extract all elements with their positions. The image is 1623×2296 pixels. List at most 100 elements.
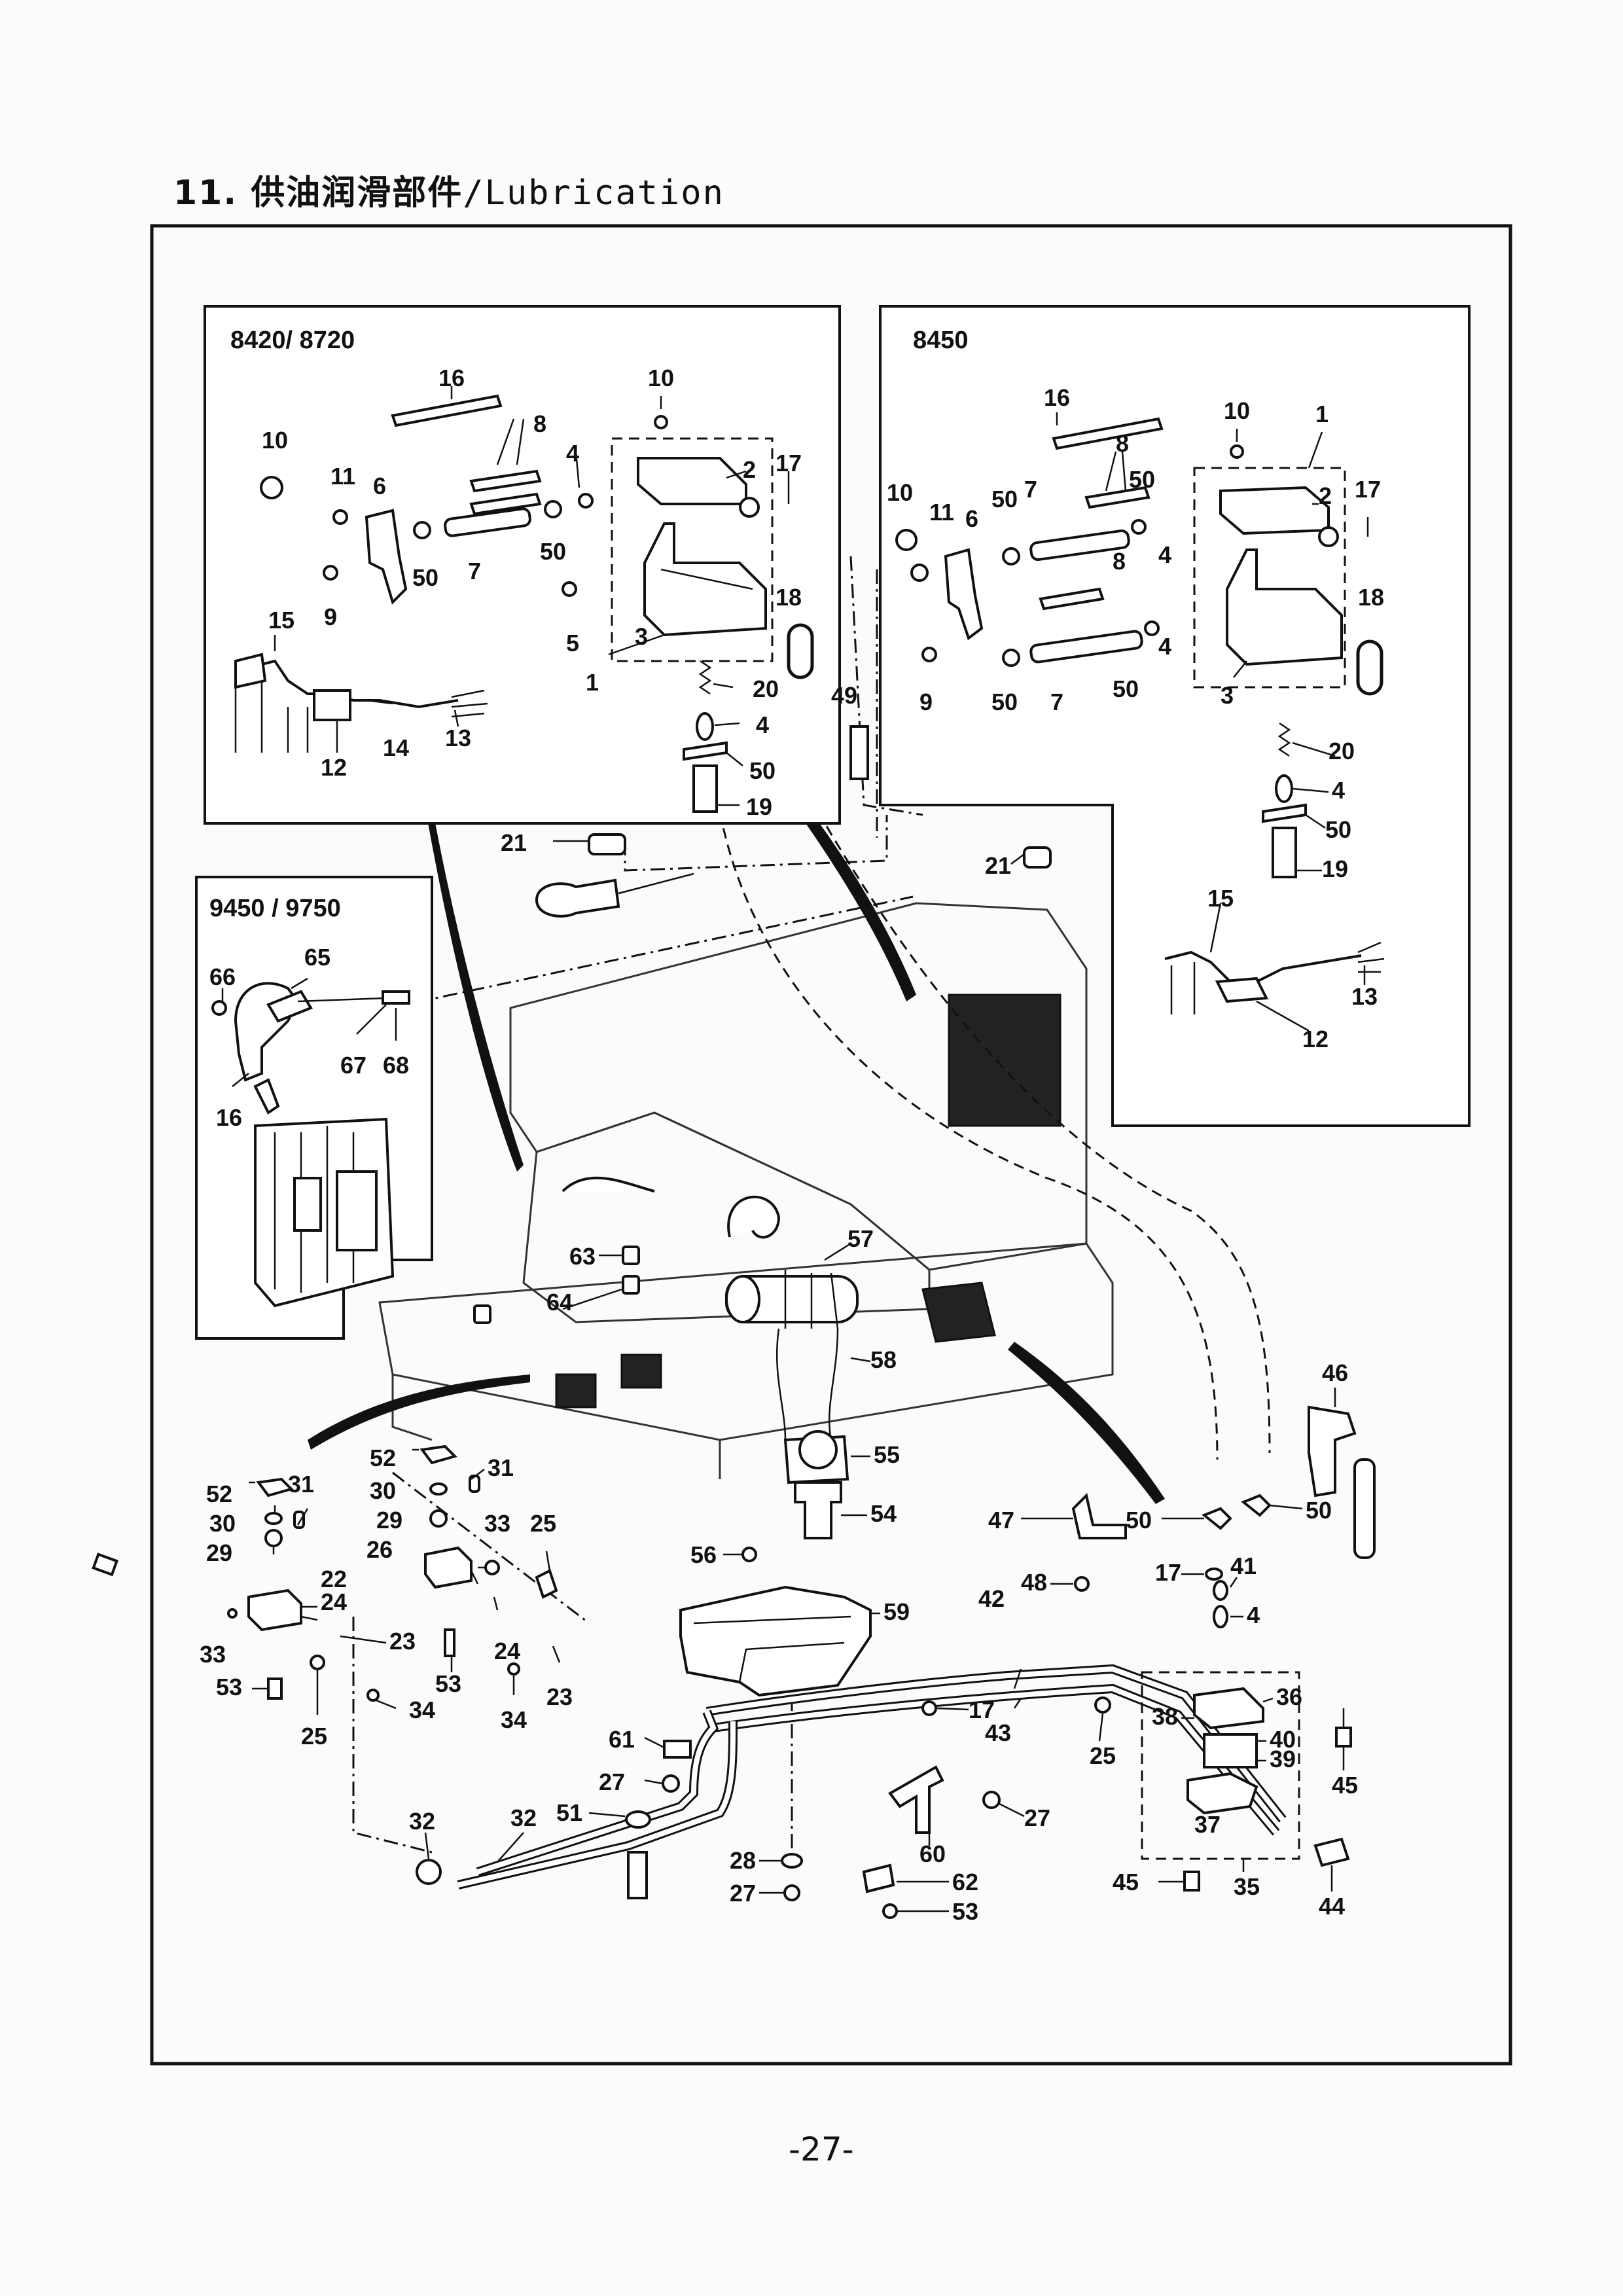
diagram-frame <box>150 224 1512 2066</box>
callout-a-5: 5 <box>566 630 579 656</box>
callout-a-50: 50 <box>540 538 566 565</box>
inset-title-8420-8720: 8420/ 8720 <box>230 327 355 354</box>
callout-m-61: 61 <box>609 1726 635 1753</box>
callout-m-23b: 23 <box>546 1683 573 1710</box>
callout-m-29: 29 <box>376 1507 402 1534</box>
callout-b-3: 3 <box>1221 682 1234 709</box>
callout-a-18: 18 <box>776 584 802 611</box>
callout-b-50: 50 <box>991 486 1018 512</box>
callout-m-56: 56 <box>690 1541 717 1568</box>
callout-b-2: 2 <box>1319 482 1332 509</box>
callout-m-35: 35 <box>1234 1873 1260 1900</box>
callout-m-33: 33 <box>484 1510 510 1537</box>
callout-b-1: 1 <box>1315 401 1329 427</box>
callout-m-58: 58 <box>870 1346 897 1373</box>
callout-m-25: 25 <box>530 1510 556 1537</box>
labels-9450-9750: 66 65 67 68 16 <box>209 944 409 1131</box>
callout-b-10b: 10 <box>887 479 913 506</box>
callout-m-57: 57 <box>847 1225 874 1252</box>
callout-m-53: 53 <box>435 1670 461 1697</box>
callout-a-20: 20 <box>753 675 779 702</box>
callout-m-59: 59 <box>883 1598 910 1625</box>
callout-a-13: 13 <box>445 725 471 751</box>
callout-b-4: 4 <box>1158 541 1171 568</box>
callout-m-46: 46 <box>1322 1359 1348 1386</box>
callout-m-43: 43 <box>985 1719 1011 1746</box>
callout-b-50b: 50 <box>1129 466 1155 493</box>
callout-a-15: 15 <box>268 607 294 634</box>
callout-m-28: 28 <box>730 1847 756 1874</box>
callout-b-7: 7 <box>1024 476 1037 503</box>
callout-b-16: 16 <box>1044 384 1070 411</box>
labels-8450: 16 10 1 8 10 11 6 50 7 50 2 17 4 8 18 9 … <box>887 384 1384 1052</box>
callout-b-50c: 50 <box>991 689 1018 715</box>
callout-b-8: 8 <box>1116 430 1129 457</box>
callout-m-24b: 24 <box>494 1638 520 1664</box>
callout-m-50: 50 <box>1126 1507 1152 1534</box>
callout-m-51: 51 <box>556 1799 582 1826</box>
callout-a-10b: 10 <box>262 427 288 454</box>
callout-a-8: 8 <box>533 410 546 437</box>
main-parts <box>92 1195 1376 1919</box>
callout-b-13: 13 <box>1351 983 1378 1010</box>
callout-m-32b: 32 <box>510 1804 537 1831</box>
callout-a-4: 4 <box>566 440 579 467</box>
callout-m-26: 26 <box>366 1536 393 1563</box>
callout-b-9: 9 <box>919 689 933 715</box>
callout-b-18: 18 <box>1358 584 1384 611</box>
callout-a-2: 2 <box>743 456 756 483</box>
callout-m-45: 45 <box>1332 1772 1358 1799</box>
callout-b-10: 10 <box>1224 397 1250 424</box>
callout-m-27c: 27 <box>730 1880 756 1907</box>
callout-m-24: 24 <box>321 1588 347 1615</box>
title-zh: 11. 供油润滑部件 <box>173 173 463 213</box>
callout-m-50b: 50 <box>1306 1497 1332 1524</box>
callout-a-17: 17 <box>776 450 802 476</box>
callout-m-23: 23 <box>389 1628 416 1655</box>
callout-m-41: 41 <box>1230 1552 1257 1579</box>
callout-m-30: 30 <box>370 1477 396 1504</box>
inset-title-9450-9750: 9450 / 9750 <box>209 895 341 922</box>
callout-b-15: 15 <box>1207 885 1234 912</box>
title-en: /Lubrication <box>463 173 724 213</box>
callout-b-50d: 50 <box>1113 675 1139 702</box>
callout-c-67: 67 <box>340 1052 366 1079</box>
callout-b-4c: 4 <box>1332 777 1345 804</box>
callout-a-50c: 50 <box>749 757 776 784</box>
callout-m-55: 55 <box>874 1441 900 1468</box>
callout-b-21: 21 <box>985 852 1011 879</box>
callout-b-17: 17 <box>1355 476 1381 503</box>
callout-b-50e: 50 <box>1325 816 1351 843</box>
callout-m-53b: 53 <box>216 1674 242 1700</box>
callout-m-42: 42 <box>978 1585 1005 1612</box>
callout-c-16: 16 <box>216 1104 242 1131</box>
inset-9450-9750: 9450 / 9750 <box>195 876 433 1340</box>
callout-b-11: 11 <box>929 499 954 526</box>
inset-8420-8720: 8420/ 8720 <box>204 305 869 918</box>
callout-m-54: 54 <box>870 1500 897 1527</box>
callout-m-38: 38 <box>1152 1703 1178 1730</box>
inset-8450: 8 4 50 <box>879 305 1471 1127</box>
callout-m-34b: 34 <box>501 1706 527 1733</box>
callout-m-47: 47 <box>988 1507 1014 1534</box>
callout-m-53c: 53 <box>952 1898 978 1925</box>
callout-a-50b: 50 <box>412 564 438 591</box>
callout-b-6: 6 <box>965 505 978 532</box>
callout-a-11: 11 <box>330 463 355 490</box>
callout-m-52b: 52 <box>206 1480 232 1507</box>
labels-main: 63 64 57 58 55 54 56 46 52 31 30 29 33 2… <box>200 1225 1358 1925</box>
callout-m-40: 40 <box>1270 1726 1296 1753</box>
callout-m-62: 62 <box>952 1869 978 1895</box>
callout-a-1: 1 <box>586 669 599 696</box>
callout-b-20: 20 <box>1329 738 1355 764</box>
callout-m-39: 39 <box>1270 1746 1296 1772</box>
callout-a-12: 12 <box>321 754 347 781</box>
callout-m-29b: 29 <box>206 1539 232 1566</box>
machine-body <box>378 902 1114 1479</box>
callout-a-19: 19 <box>746 793 772 820</box>
callout-m-34: 34 <box>409 1696 435 1723</box>
callout-a-3: 3 <box>635 623 648 650</box>
callout-a-21: 21 <box>501 829 527 856</box>
callout-m-45b: 45 <box>1113 1869 1139 1895</box>
page-number: -27- <box>789 2130 854 2168</box>
